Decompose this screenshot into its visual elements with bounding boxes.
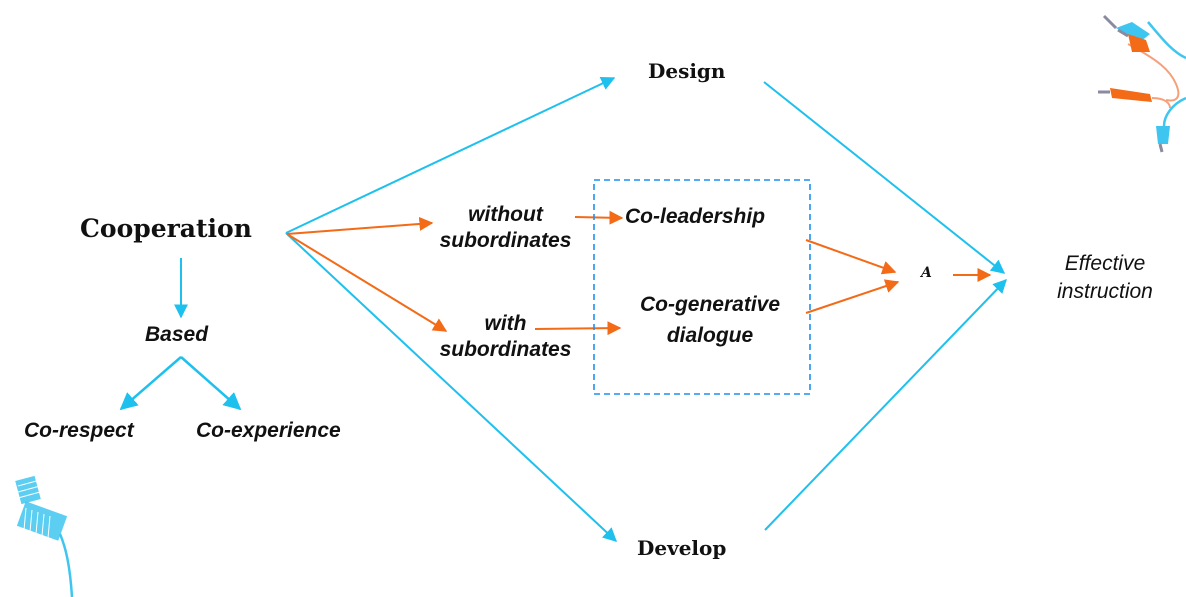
node-design: Design bbox=[648, 59, 726, 83]
arrow-without-to-co-leadership bbox=[574, 210, 624, 225]
node-without-line1: without bbox=[468, 203, 543, 226]
node-co-leadership: Co-leadership bbox=[625, 205, 766, 228]
arrow-with-to-co-generative bbox=[534, 321, 622, 336]
node-based: Based bbox=[145, 323, 209, 346]
arrow-co-leadership-to-a bbox=[805, 239, 897, 275]
node-effective-line1: Effective bbox=[1064, 252, 1146, 275]
node-a: A bbox=[921, 265, 932, 281]
node-with-subordinates: with subordinates bbox=[413, 311, 598, 363]
arrow-based-to-co-experience bbox=[180, 356, 242, 411]
node-develop: Develop bbox=[637, 536, 727, 560]
node-without-subordinates: without subordinates bbox=[413, 202, 598, 254]
arrow-cooperation-to-with bbox=[286, 233, 448, 332]
arrow-cooperation-to-design bbox=[285, 77, 616, 234]
node-co-generative-line1: Co-generative bbox=[639, 293, 781, 316]
arrow-develop-to-effective bbox=[764, 278, 1007, 531]
arrow-co-generative-to-a bbox=[805, 279, 900, 314]
arrow-based-to-co-respect bbox=[119, 356, 182, 411]
node-with-line2: subordinates bbox=[439, 338, 572, 361]
cable-clip-decoration bbox=[1098, 14, 1186, 153]
node-co-generative-line2: dialogue bbox=[666, 324, 754, 347]
collaboration-group-box bbox=[593, 179, 811, 395]
node-with-line1: with bbox=[484, 312, 527, 335]
node-co-respect: Co-respect bbox=[24, 419, 134, 442]
node-effective-instruction: Effective instruction bbox=[1030, 250, 1180, 306]
node-without-line2: subordinates bbox=[439, 229, 572, 252]
arrow-design-to-effective bbox=[763, 81, 1006, 274]
node-cooperation: Cooperation bbox=[80, 214, 252, 243]
node-effective-line2: instruction bbox=[1057, 280, 1153, 303]
node-co-generative-dialogue: Co-generative dialogue bbox=[610, 289, 810, 351]
arrow-cooperation-to-develop bbox=[285, 232, 618, 542]
thread-spool-decoration bbox=[15, 475, 74, 597]
arrow-cooperation-to-without bbox=[286, 216, 434, 235]
node-co-experience: Co-experience bbox=[196, 419, 341, 442]
